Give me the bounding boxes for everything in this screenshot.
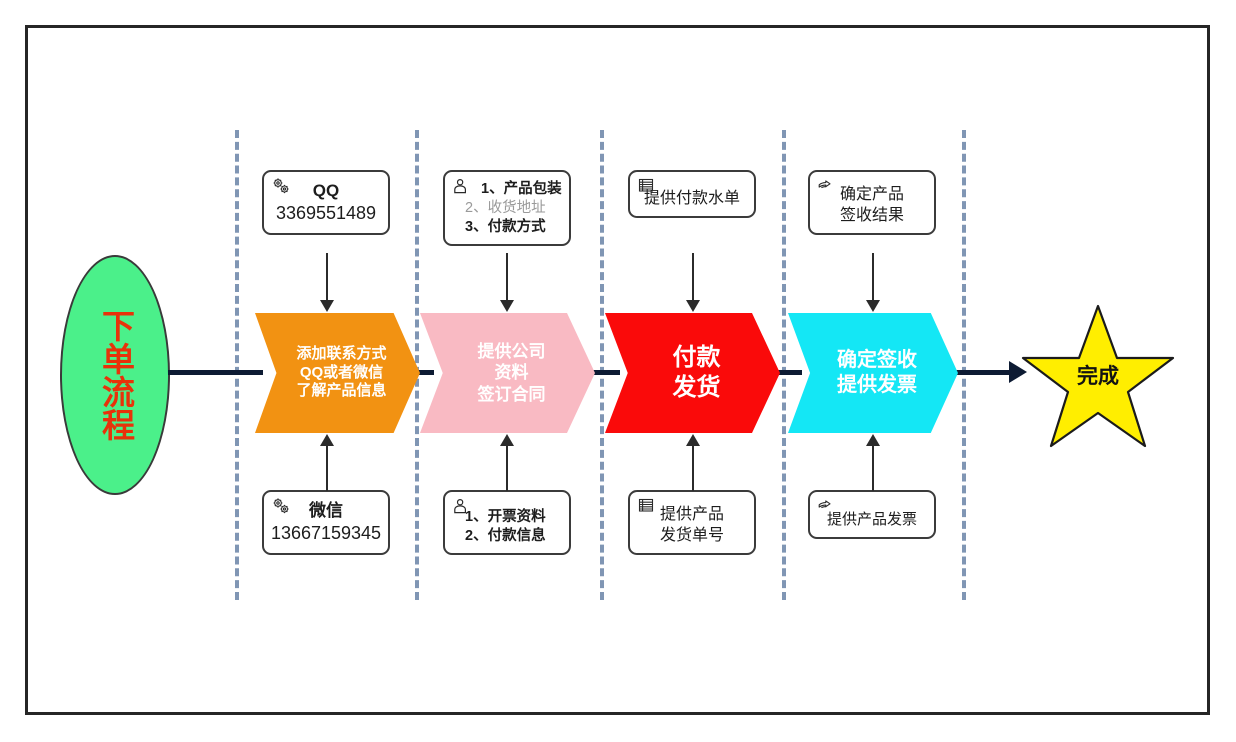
stage-4-bottom-connector xyxy=(872,445,874,491)
lane-divider-2 xyxy=(415,130,419,600)
stage-4-top-note[interactable]: 确定产品 签收结果 xyxy=(808,170,936,236)
stage-4-chevron-label: 确定签收 提供发票 xyxy=(837,349,917,396)
stage-2-top-note-text: 1、产品包装 2、收货地址 3、付款方式 xyxy=(465,181,562,236)
stage-4-bottom-note[interactable]: 提供产品发票 xyxy=(808,490,936,539)
stage-2-bottom-connector xyxy=(506,445,508,491)
stage-4-bottom-note-text: 提供产品发票 xyxy=(826,511,917,528)
gear-icon xyxy=(271,177,291,195)
start-node[interactable]: 下单流程 xyxy=(60,255,170,495)
stage-1-bottom-note[interactable]: 微信 13667159345 xyxy=(262,490,390,556)
stage-3-top-arrow xyxy=(686,300,700,312)
pointing-hand-icon xyxy=(817,497,837,515)
stage-3-top-note[interactable]: 提供付款水单 xyxy=(628,170,756,219)
lane-divider-5 xyxy=(962,130,966,600)
stage-2-bottom-arrow xyxy=(500,434,514,446)
pointing-hand-icon xyxy=(817,177,837,195)
stage-3-bottom-note-text: 提供产品 发货单号 xyxy=(659,506,724,545)
stage-1-top-note-text: QQ 3369551489 xyxy=(275,181,377,224)
stage-2-top-note[interactable]: 1、产品包装 2、收货地址 3、付款方式 xyxy=(443,170,571,247)
stage-3-top-connector xyxy=(692,253,694,301)
stage-3-chevron-label: 付款 发货 xyxy=(672,344,721,401)
end-node-label: 完成 xyxy=(1077,365,1119,388)
stage-1-top-arrow xyxy=(320,300,334,312)
stage-3-bottom-note[interactable]: 提供产品 发货单号 xyxy=(628,490,756,556)
stage-4-top-note-text: 确定产品 签收结果 xyxy=(839,186,904,225)
stage-2-chevron-label: 提供公司 资料 签订合同 xyxy=(477,342,546,404)
end-node[interactable]: 完成 xyxy=(1018,300,1178,452)
connector-stage4-to-end xyxy=(935,370,1013,375)
start-node-label: 下单流程 xyxy=(97,309,135,441)
stage-3-bottom-connector xyxy=(692,445,694,491)
stage-2-chevron[interactable]: 提供公司 资料 签订合同 xyxy=(420,313,595,433)
lane-divider-1 xyxy=(235,130,239,600)
connector-stage2-to-stage3 xyxy=(572,370,620,375)
document-icon xyxy=(637,497,657,515)
stage-3-top-note-text: 提供付款水单 xyxy=(643,190,740,207)
stage-4-bottom-arrow xyxy=(866,434,880,446)
connector-start-to-stage1 xyxy=(168,370,263,375)
stage-1-top-connector xyxy=(326,253,328,301)
stage-4-chevron[interactable]: 确定签收 提供发票 xyxy=(788,313,958,433)
person-icon xyxy=(452,497,472,515)
stage-4-top-connector xyxy=(872,253,874,301)
stage-1-bottom-note-text: 微信 13667159345 xyxy=(270,501,382,544)
document-icon xyxy=(637,177,657,195)
stage-1-bottom-arrow xyxy=(320,434,334,446)
stage-2-top-arrow xyxy=(500,300,514,312)
lane-divider-3 xyxy=(600,130,604,600)
connector-arrowhead-end xyxy=(1009,361,1027,383)
stage-4-top-arrow xyxy=(866,300,880,312)
stage-1-top-note[interactable]: QQ 3369551489 xyxy=(262,170,390,236)
gear-icon xyxy=(271,497,291,515)
stage-2-top-connector xyxy=(506,253,508,301)
stage-3-chevron[interactable]: 付款 发货 xyxy=(605,313,780,433)
stage-2-bottom-note[interactable]: 1、开票资料 2、付款信息 xyxy=(443,490,571,556)
stage-2-bottom-note-text: 1、开票资料 2、付款信息 xyxy=(465,509,546,545)
lane-divider-4 xyxy=(782,130,786,600)
stage-1-chevron[interactable]: 添加联系方式 QQ或者微信 了解产品信息 xyxy=(255,313,420,433)
stage-1-chevron-label: 添加联系方式 QQ或者微信 了解产品信息 xyxy=(296,344,387,400)
stage-3-bottom-arrow xyxy=(686,434,700,446)
stage-1-bottom-connector xyxy=(326,445,328,491)
person-icon xyxy=(452,177,472,195)
